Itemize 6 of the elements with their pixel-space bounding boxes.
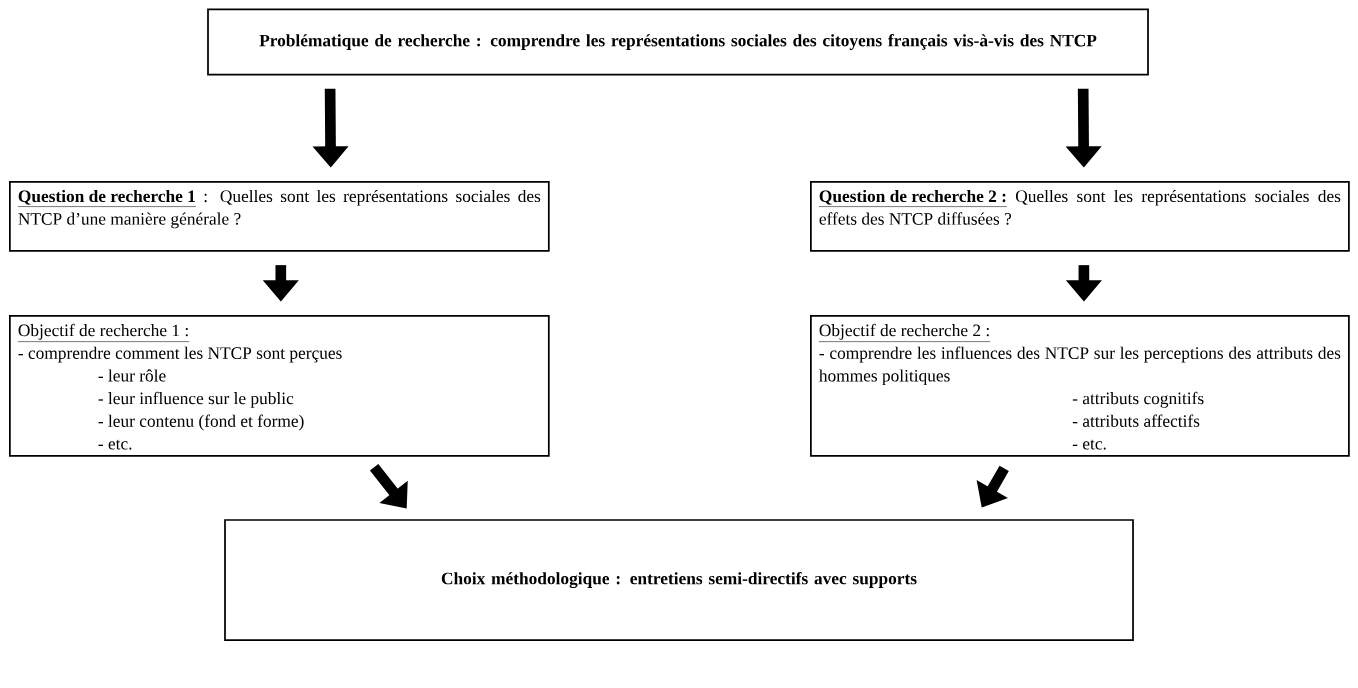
- problem-box: Problématique de recherche : comprendre les représentations sociales des citoyens français vis-à-vis des NTCP: [207, 8, 1149, 76]
- method-box: Choix méthodologique : entretiens semi-directifs avec supports: [224, 519, 1134, 641]
- objective-box: Objectif de recherche 2 : - comprendre les influences des NTCP sur les perceptions des attributs des hommes politiques - attributs cognitifs - attributs affectifs - etc.: [810, 315, 1350, 457]
- objective-box: Objectif de recherche 1 : - comprendre comment les NTCP sont perçues - leur rôle - leur influence sur le public - leur contenu (fond et forme) - etc.: [9, 315, 550, 457]
- question-box: Question de recherche 1 : Quelles sont les représentations sociales des NTCP d’une manière générale ?: [9, 181, 550, 252]
- question-box: Question de recherche 2 : Quelles sont les représentations sociales des effets des NTCP diffusées ?: [810, 181, 1350, 252]
